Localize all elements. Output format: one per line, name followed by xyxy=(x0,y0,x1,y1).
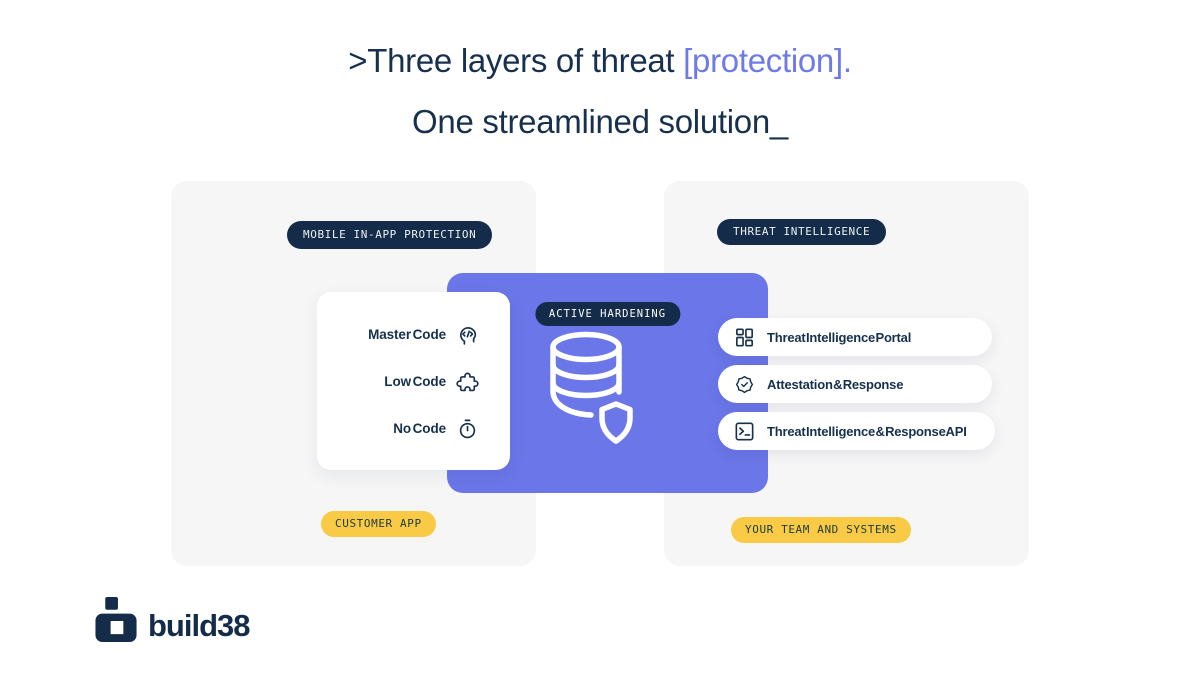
active-hardening-badge: ACTIVE HARDENING xyxy=(534,302,681,326)
no-code-label: No Code xyxy=(393,420,446,436)
code-options-card: Master Code Low Code No Code xyxy=(317,292,510,470)
threat-intelligence-badge: THREAT INTELLIGENCE xyxy=(717,219,887,245)
customer-app-badge: CUSTOMER APP xyxy=(321,511,436,537)
dashboard-grid-icon xyxy=(736,328,753,346)
list-item: Low Code xyxy=(317,369,480,393)
terminal-icon xyxy=(735,422,754,440)
your-team-and-systems-badge: YOUR TEAM AND SYSTEMS xyxy=(731,517,911,543)
database-shield-icon xyxy=(550,331,633,444)
build38-logo: build38 xyxy=(95,597,251,643)
list-item: No Code xyxy=(317,416,480,440)
build38-logo-text: build38 xyxy=(148,608,251,643)
list-item: Threat Intelligence Portal xyxy=(718,318,992,356)
slide-title-line1: >Three layers of threat [protection]. xyxy=(0,42,1200,80)
list-item: Attestation & Response xyxy=(718,365,992,403)
head-code-icon xyxy=(460,326,477,345)
list-item: Threat Intelligence & Response API xyxy=(718,412,995,450)
mobile-in-app-protection-badge: MOBILE IN-APP PROTECTION xyxy=(287,221,493,249)
build38-logo-mark xyxy=(95,597,137,642)
master-code-label: Master Code xyxy=(368,326,446,342)
threat-intelligence-portal-label: Threat Intelligence Portal xyxy=(767,329,912,345)
title-highlight: [protection]. xyxy=(683,42,852,79)
low-code-label: Low Code xyxy=(384,373,446,389)
list-item: Master Code xyxy=(317,322,480,346)
slide-title-line2: One streamlined solution_ xyxy=(412,103,788,140)
title-text: >Three layers of threat xyxy=(348,42,684,79)
timer-icon xyxy=(459,419,476,438)
seal-check-icon xyxy=(735,375,754,393)
threat-intelligence-api-label: Threat Intelligence & Response API xyxy=(767,423,967,439)
puzzle-icon xyxy=(456,372,479,391)
attestation-response-label: Attestation & Response xyxy=(767,376,904,392)
